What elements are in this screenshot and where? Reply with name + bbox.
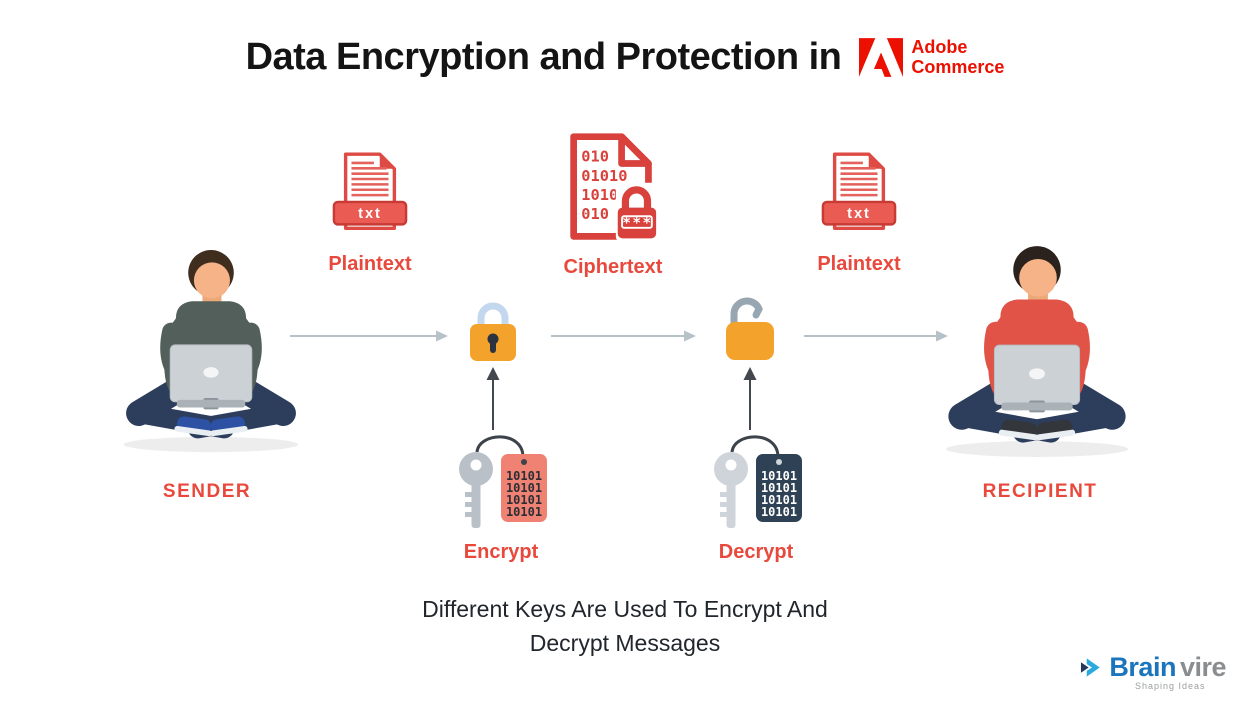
sender-label: SENDER bbox=[162, 481, 252, 502]
cipher-binary-line: 01010 bbox=[581, 167, 627, 185]
open-lock-icon bbox=[726, 297, 774, 360]
brainvire-arrow-icon bbox=[1081, 658, 1101, 677]
ciphertext-label: Ciphertext bbox=[563, 256, 663, 278]
plaintext-right-label: Plaintext bbox=[817, 253, 901, 275]
cipher-binary-line: 1010 bbox=[581, 186, 618, 204]
decrypt-tag-line: 10101 bbox=[761, 505, 797, 519]
caption-line-1: Different Keys Are Used To Encrypt And bbox=[422, 596, 828, 622]
encrypt-tag-line: 10101 bbox=[506, 481, 542, 495]
encrypt-key-icon: 10101 10101 10101 10101 bbox=[459, 435, 547, 528]
arrow-encrypt-to-decrypt bbox=[551, 330, 696, 342]
brainvire-name-blue: Brain bbox=[1109, 652, 1176, 682]
txt-file-icon-left: txt bbox=[332, 152, 408, 230]
cipher-binary-line: 010 bbox=[581, 148, 609, 166]
adobe-commerce-logo: Adobe Commerce bbox=[859, 37, 1005, 77]
caption: Different Keys Are Used To Encrypt And D… bbox=[0, 592, 1250, 660]
commerce-word: Commerce bbox=[911, 56, 1005, 77]
caption-line-2: Decrypt Messages bbox=[529, 630, 721, 656]
decrypt-tag-line: 10101 bbox=[761, 481, 797, 495]
encrypt-tag-line: 10101 bbox=[506, 493, 542, 507]
header: Data Encryption and Protection in Adobe … bbox=[0, 36, 1250, 79]
txt-badge: txt bbox=[847, 206, 871, 222]
cipher-binary-line: 010 bbox=[581, 205, 609, 223]
ciphertext-file-icon: 010 01010 1010 010 *** bbox=[570, 133, 662, 243]
encrypt-tag-line: 10101 bbox=[506, 469, 542, 483]
adobe-word: Adobe bbox=[911, 37, 968, 58]
txt-badge: txt bbox=[358, 206, 382, 222]
closed-lock-icon bbox=[470, 302, 516, 361]
encrypt-label: Encrypt bbox=[463, 541, 539, 563]
brainvire-name-gray: vire bbox=[1179, 652, 1227, 682]
page-title: Data Encryption and Protection in bbox=[245, 36, 842, 78]
plaintext-left-label: Plaintext bbox=[328, 253, 412, 275]
decrypt-tag-line: 10101 bbox=[761, 493, 797, 507]
arrow-decrypt-key-to-lock bbox=[743, 367, 757, 430]
txt-file-icon-right: txt bbox=[821, 152, 897, 230]
recipient-label: RECIPIENT bbox=[982, 481, 1098, 502]
decrypt-label: Decrypt bbox=[718, 541, 794, 563]
sender-person-icon bbox=[123, 250, 299, 453]
brainvire-tagline: Shaping Ideas bbox=[1134, 681, 1206, 691]
arrow-encrypt-key-to-lock bbox=[486, 367, 500, 430]
encrypt-tag-line: 10101 bbox=[506, 505, 542, 519]
cipher-lock-stars: *** bbox=[622, 215, 652, 231]
decrypt-key-icon: 10101 10101 10101 10101 bbox=[714, 435, 802, 528]
arrow-decrypt-to-recipient bbox=[804, 330, 948, 342]
decrypt-tag-line: 10101 bbox=[761, 469, 797, 483]
arrow-sender-to-encrypt bbox=[290, 330, 448, 342]
recipient-person-icon bbox=[945, 246, 1129, 457]
adobe-a-icon bbox=[859, 38, 904, 77]
adobe-logo-text: Adobe Commerce bbox=[911, 37, 1005, 77]
